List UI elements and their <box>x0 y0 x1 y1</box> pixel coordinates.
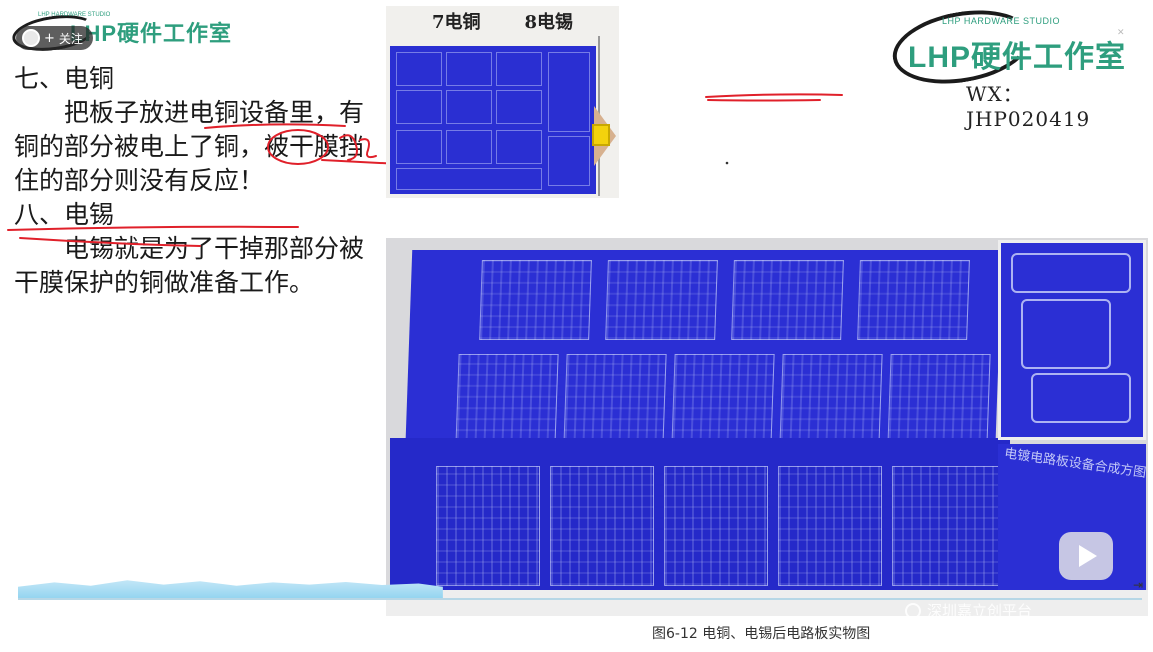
video-play-icon[interactable] <box>1059 532 1113 580</box>
video-progress-bar[interactable] <box>18 570 1142 600</box>
watermark-text: 深圳嘉立创平台 <box>927 602 1033 620</box>
follow-button[interactable]: + 关注 <box>16 26 93 50</box>
label-tin: 8电锡 <box>524 12 574 33</box>
pcb-closeup-inset <box>998 240 1146 440</box>
play-triangle-icon <box>1079 545 1097 567</box>
watermark-logo-icon <box>905 602 921 619</box>
brand-right-name: LHP硬件工作室 <box>908 41 1126 74</box>
avatar <box>22 29 40 47</box>
process-labels: 7电铜 8电锡 <box>386 8 619 34</box>
heading-copper-plating: 七、电铜 <box>14 64 115 93</box>
caption-strip <box>386 590 1148 616</box>
yellow-marker <box>592 124 610 146</box>
plus-icon: + <box>44 30 55 46</box>
paragraph-tin-plating: 电锡就是为了干掉那部分被干膜保护的铜做准备工作。 <box>14 234 365 297</box>
pcb-side-area <box>998 444 1146 614</box>
progress-line <box>18 598 1142 600</box>
lesson-text: 七、电铜 把板子放进电铜设备里，有铜的部分被电上了铜，被干膜挡住的部分则没有反应… <box>14 62 374 300</box>
paragraph-copper-plating: 把板子放进电铜设备里，有铜的部分被电上了铜，被干膜挡住的部分则没有反应！ <box>14 98 365 195</box>
pcb-board-small <box>390 46 596 194</box>
process-photo-top: 7电铜 8电锡 <box>386 6 619 198</box>
brand-left-small: LHP HARDWARE STUDIO <box>38 12 111 18</box>
follow-label: 关注 <box>58 31 83 46</box>
brand-logo-left: LHP HARDWARE STUDIO LHP硬件工作室 <box>8 10 231 56</box>
brand-left-name: LHP硬件工作室 <box>70 21 233 46</box>
heading-tin-plating: 八、电锡 <box>14 200 115 229</box>
watermark: 深圳嘉立创平台 <box>905 600 1032 621</box>
close-icon[interactable]: ✕ <box>1117 28 1125 38</box>
figure-caption: 图6-12 电铜、电锡后电路板实物图 <box>652 626 871 642</box>
brand-right-small: LHP HARDWARE STUDIO <box>942 16 1061 26</box>
pcb-panel-bottom <box>390 438 1010 616</box>
progress-fill <box>18 580 443 600</box>
label-copper: 7电铜 <box>431 12 481 33</box>
wechat-id: WX：JHP020419 <box>966 82 1091 131</box>
pcb-photo-main: 电镀电路板设备合成方图 <box>386 238 1148 616</box>
seek-handle-icon[interactable]: ⇥ <box>1133 578 1144 592</box>
brand-logo-right: LHP HARDWARE STUDIO LHP硬件工作室 WX：JHP02041… <box>886 0 1148 131</box>
